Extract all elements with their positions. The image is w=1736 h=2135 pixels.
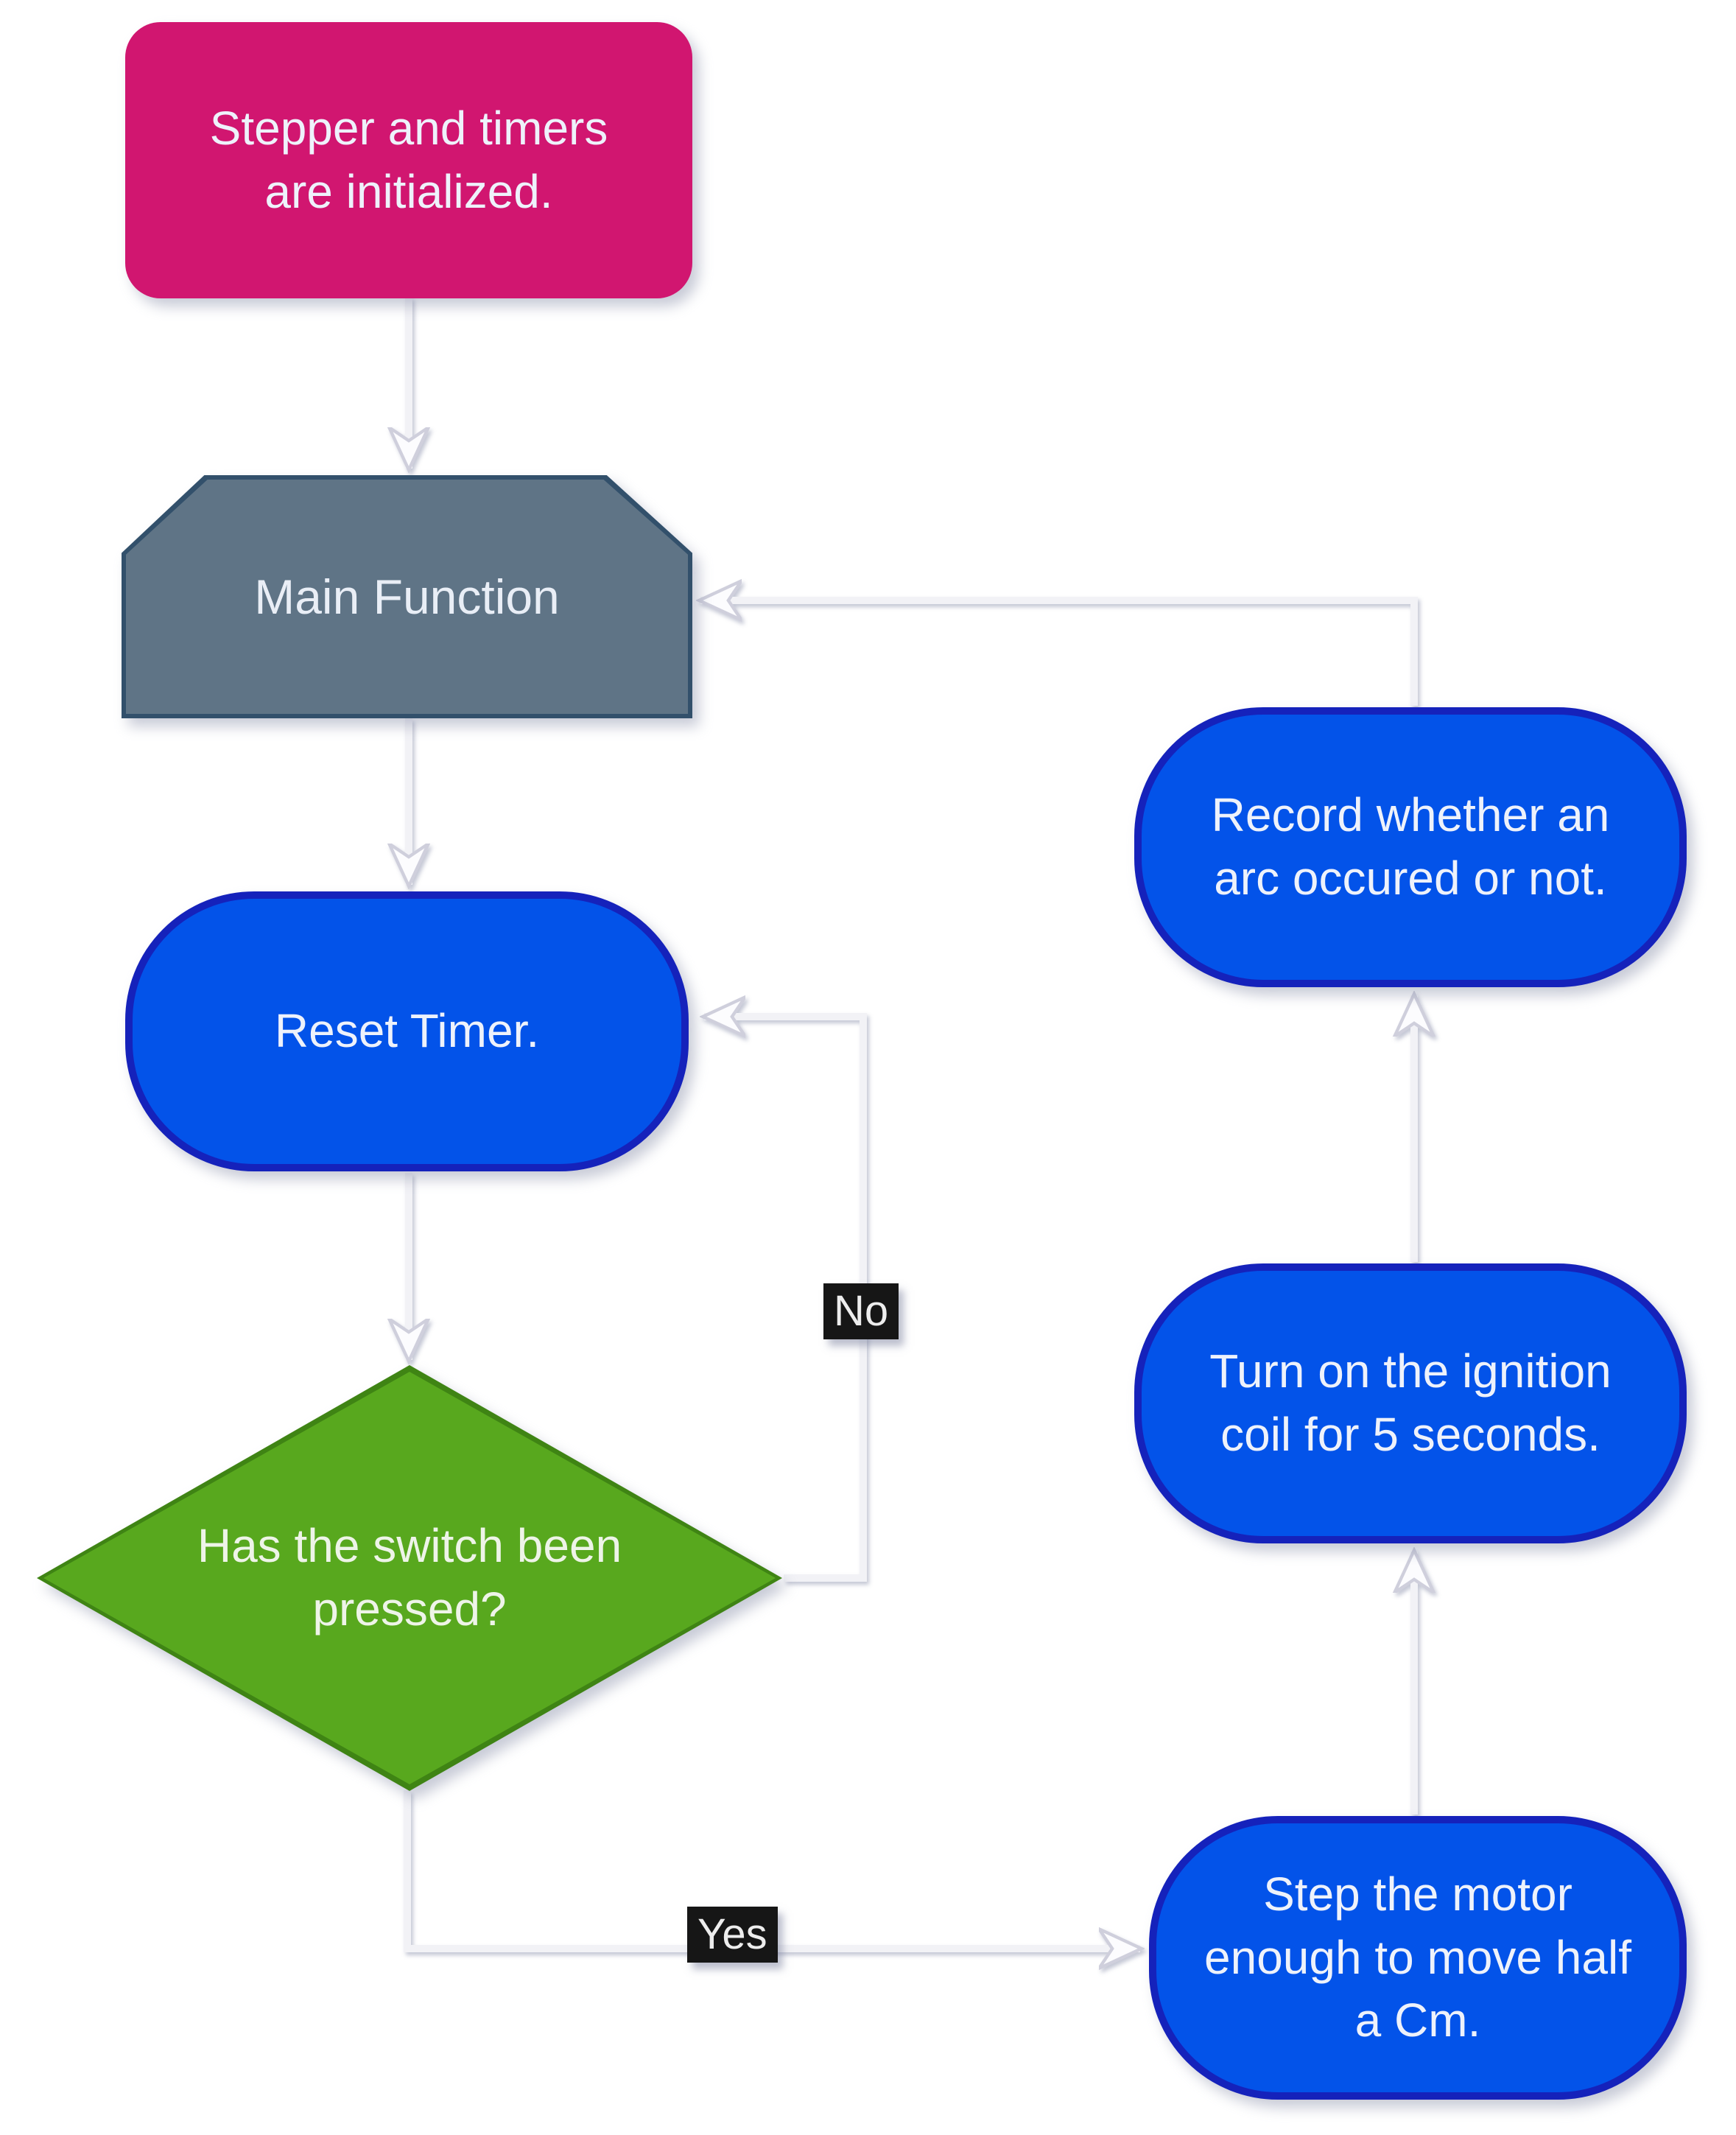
node-ignition-coil-label: Turn on the ignition coil for 5 seconds.: [1209, 1345, 1612, 1461]
edge-label-no: No: [823, 1283, 899, 1339]
node-start: Stepper and timers are initialized.: [125, 22, 692, 298]
node-main-function-fill: [126, 480, 688, 714]
node-step-motor: Step the motor enough to move half a Cm.: [1149, 1816, 1687, 2100]
node-decision-switch-pressed: Has the switch been pressed?: [37, 1365, 782, 1791]
node-main-function: Main Function: [122, 475, 692, 718]
node-record-arc-label: Record whether an arc occured or not.: [1211, 788, 1610, 905]
node-start-label: Stepper and timers are initialized.: [209, 101, 608, 218]
edge-label-yes: Yes: [687, 1907, 778, 1963]
node-reset-timer-label: Reset Timer.: [274, 1004, 540, 1058]
node-ignition-coil: Turn on the ignition coil for 5 seconds.: [1134, 1263, 1687, 1543]
node-reset-timer: Reset Timer.: [125, 891, 689, 1171]
edge-record-to-main: [700, 600, 1418, 706]
edge-decision-yes-to-step: [404, 1790, 1140, 1949]
node-record-arc: Record whether an arc occured or not.: [1134, 707, 1687, 987]
node-main-function-label: Main Function: [254, 569, 560, 624]
node-step-motor-label: Step the motor enough to move half a Cm.: [1204, 1867, 1631, 2047]
node-decision-label: Has the switch been pressed?: [197, 1519, 622, 1636]
